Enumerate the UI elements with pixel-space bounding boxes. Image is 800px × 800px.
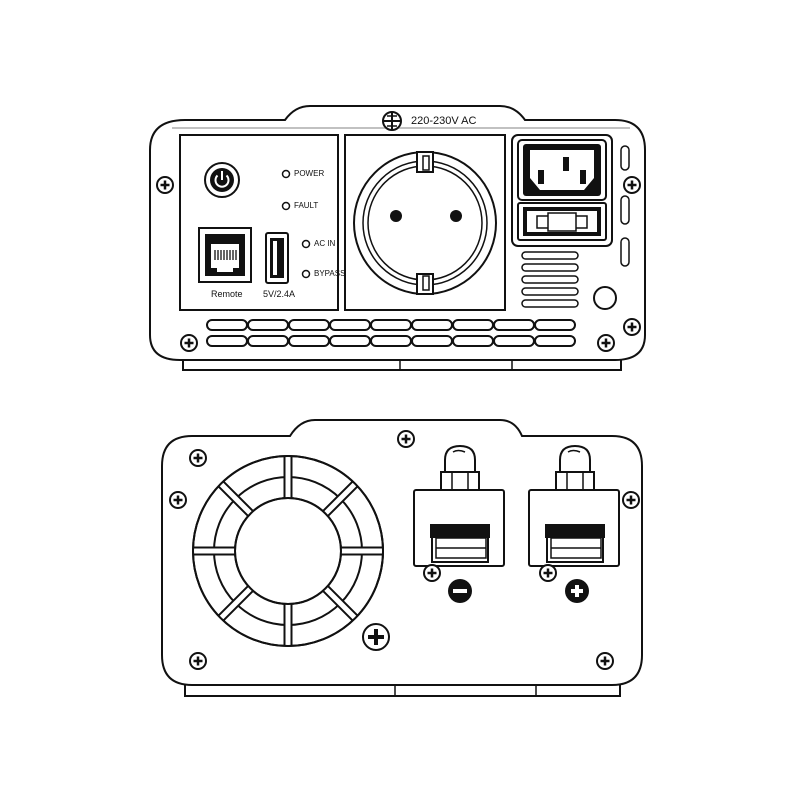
voltage-label: 220-230V AC — [411, 115, 477, 127]
rear-housing — [161, 419, 643, 686]
bypass-led-label: BYPASS — [314, 269, 346, 278]
remote-label: Remote — [211, 289, 243, 299]
front-panel — [149, 105, 646, 371]
terminal-screw — [422, 563, 442, 583]
iec-inlet-icon — [530, 150, 594, 190]
power-led-label: POWER — [294, 169, 325, 178]
rear-panel — [161, 419, 643, 697]
rear-screw — [188, 651, 208, 671]
fault-led — [281, 201, 291, 211]
fan-grille-icon — [192, 455, 384, 647]
reset-button[interactable] — [593, 286, 617, 310]
ground-terminal[interactable] — [362, 623, 390, 651]
ac-in-led-label: AC IN — [314, 239, 336, 248]
ground-symbol-icon — [382, 111, 402, 131]
front-screw — [622, 175, 642, 195]
negative-terminal[interactable] — [413, 444, 505, 603]
remote-port[interactable] — [198, 227, 252, 283]
front-screw — [596, 333, 616, 353]
power-icon — [214, 171, 230, 188]
usb-label: 5V/2.4A — [263, 289, 296, 299]
rear-screw — [188, 448, 208, 468]
rj-port-icon — [205, 234, 245, 276]
rear-screw — [595, 651, 615, 671]
iec-inlet[interactable] — [511, 134, 613, 247]
fan-grille — [192, 455, 384, 647]
usb-port-icon — [270, 238, 284, 278]
control-panel — [179, 134, 339, 311]
usb-port[interactable] — [265, 232, 289, 284]
rear-screw — [396, 429, 416, 449]
rear-screw — [168, 490, 188, 510]
schuko-outlet[interactable] — [353, 151, 497, 295]
ac-in-led — [301, 239, 311, 249]
positive-terminal[interactable] — [528, 444, 620, 603]
schuko-outlet-icon — [390, 151, 462, 295]
fault-led-label: FAULT — [294, 201, 319, 210]
bypass-led — [301, 269, 311, 279]
plus-icon — [565, 579, 589, 603]
front-screw — [179, 333, 199, 353]
power-button[interactable] — [204, 162, 240, 198]
power-led — [281, 169, 291, 179]
terminal-screw — [538, 563, 558, 583]
front-screw — [155, 175, 175, 195]
front-right-vent — [521, 251, 579, 308]
rear-screw — [621, 490, 641, 510]
front-screw — [622, 317, 642, 337]
minus-icon — [448, 579, 472, 603]
